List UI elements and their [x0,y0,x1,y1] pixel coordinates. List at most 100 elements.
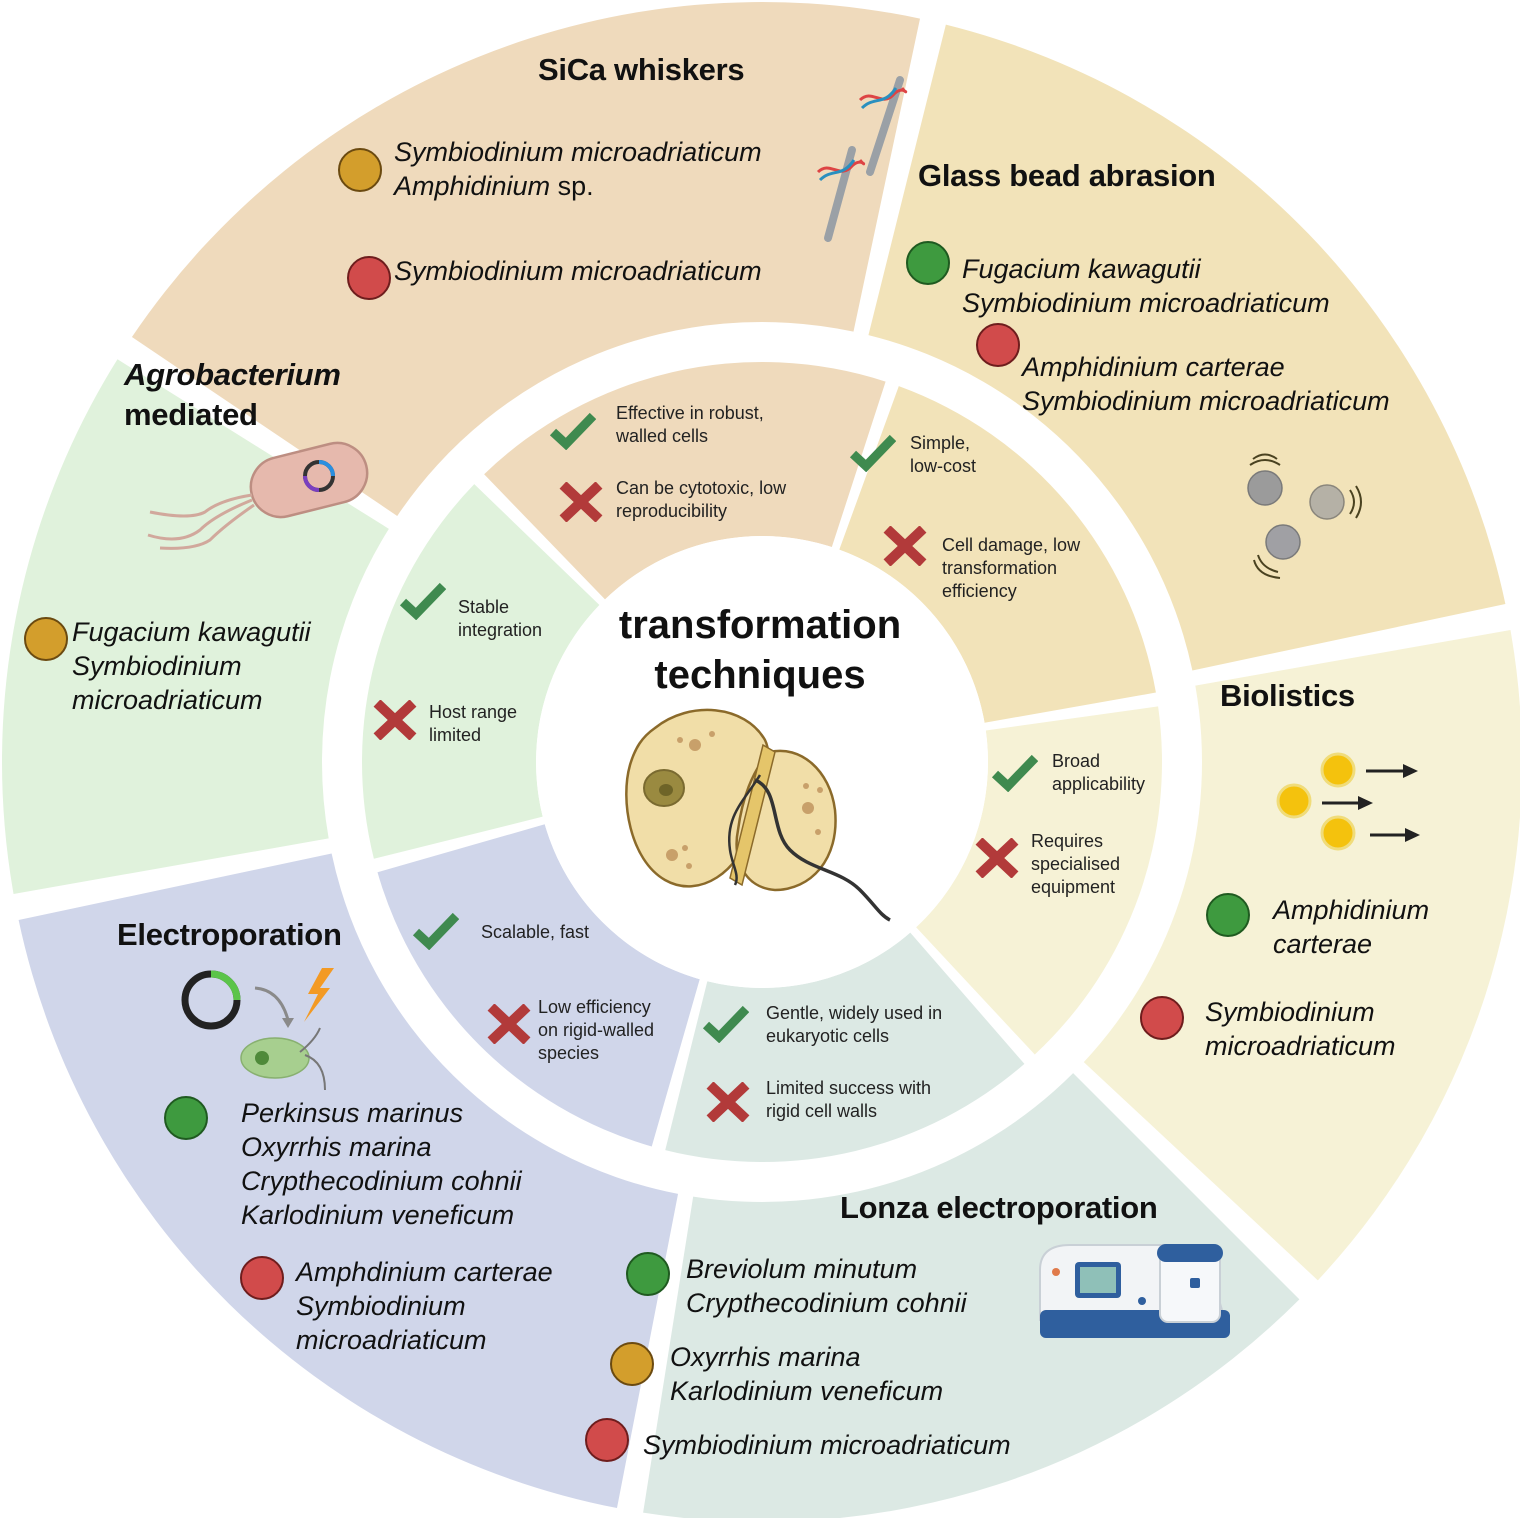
pro-line: Gentle, widely used in [766,1003,943,1023]
con-line: species [538,1043,600,1063]
pro-line: walled cells [616,426,709,446]
pro-agrobacterium: Stable integration [458,596,542,642]
status-dot-failure [585,1418,629,1462]
species-name: Fugacium kawagutii [962,254,1201,284]
status-dot-failure [1140,996,1184,1040]
dinoflagellate-cell-icon [625,708,891,922]
species-list-agrobacterium-partial: Fugacium kawagutii Symbiodinium microadr… [72,615,311,717]
cross-icon [559,482,603,522]
con-line: Cell damage, low [942,535,1081,555]
species-name: Symbiodinium [296,1291,466,1321]
con-line: limited [429,725,482,745]
species-name: Symbiodinium microadriaticum [394,137,762,167]
species-name: Amphidinium carterae [1022,352,1285,382]
species-list-lonza-success: Breviolum minutum Crypthecodinium cohnii [686,1252,967,1320]
species-name: Symbiodinium microadriaticum [394,256,762,286]
species-name: Amphidinium [394,171,551,201]
pro-line: Broad [1052,751,1101,771]
species-list-glass-success: Fugacium kawagutii Symbiodinium microadr… [962,252,1330,320]
species-name: Karlodinium veneficum [241,1200,515,1230]
con-line: reproducibility [616,501,728,521]
status-dot-success [626,1252,670,1296]
bacterium-plasmid-icon [147,441,369,550]
pro-biolistics: Broad applicability [1052,750,1145,796]
species-list-lonza-partial: Oxyrrhis marina Karlodinium veneficum [670,1340,943,1408]
technique-title-lonza: Lonza electroporation [840,1190,1158,1225]
species-name: Crypthecodinium cohnii [241,1166,522,1196]
species-name: Symbiodinium microadriaticum [643,1430,1011,1460]
inner-segment-glass [839,386,1156,723]
con-line: efficiency [942,581,1017,601]
technique-title-sica: SiCa whiskers [538,52,745,87]
species-name: Breviolum minutum [686,1254,918,1284]
check-icon [400,582,446,620]
species-name: Amphdinium carterae [296,1257,553,1287]
inner-segment-lonza [665,932,1025,1162]
nucleofector-device-icon [1039,1244,1230,1338]
inner-ring [362,362,1162,1162]
outer-segment-glass [868,24,1506,671]
species-list-biolistics-success: Amphidinium carterae [1273,893,1429,961]
check-icon [550,412,596,450]
check-icon [850,434,896,472]
con-electroporation: Low efficiency on rigid-walled species [538,996,654,1065]
con-line: specialised [1031,854,1121,874]
glass-beads-icon [1247,453,1362,579]
technique-title-biolistics: Biolistics [1220,678,1355,713]
check-icon [992,754,1038,792]
species-name: Crypthecodinium cohnii [686,1288,967,1318]
status-dot-partial [610,1342,654,1386]
status-dot-failure [347,256,391,300]
technique-title-glass: Glass bead abrasion [918,158,1216,193]
status-dot-failure [240,1256,284,1300]
outer-segment-biolistics [1083,630,1520,1281]
cross-icon [883,526,927,566]
pro-line: integration [458,620,543,640]
check-icon [703,1005,749,1043]
dna-whisker-icon [816,76,908,242]
species-list-sica-partial: Symbiodinium microadriaticum Amphidinium… [394,135,762,203]
species-name: Symbiodinium [72,651,242,681]
cross-icon [706,1082,750,1122]
outer-segment-lonza [643,1073,1300,1518]
center-title-line2: techniques [654,653,866,697]
con-line: Limited success with [766,1078,932,1098]
species-name: Karlodinium veneficum [670,1376,944,1406]
inner-segment-biolistics [916,706,1162,1055]
cross-icon [373,700,417,740]
plasmid-electric-shock-icon [181,968,334,1091]
con-sica: Can be cytotoxic, low reproducibility [616,477,786,523]
species-list-glass-failure: Amphidinium carterae Symbiodinium microa… [1022,350,1390,418]
con-line: rigid cell walls [766,1101,878,1121]
pro-sica: Effective in robust, walled cells [616,402,764,448]
con-biolistics: Requires specialised equipment [1031,830,1120,899]
outer-segment-sica [131,1,921,516]
con-line: on rigid-walled [538,1020,655,1040]
status-dot-partial [338,148,382,192]
con-line: equipment [1031,877,1116,897]
technique-title-line2: mediated [124,397,258,432]
con-line: Requires [1031,831,1104,851]
pro-line: applicability [1052,774,1146,794]
pro-glass: Simple, low-cost [910,432,976,478]
species-list-lonza-failure: Symbiodinium microadriaticum [643,1428,1011,1462]
species-name: Symbiodinium microadriaticum [962,288,1330,318]
status-dot-partial [24,617,68,661]
pro-electroporation: Scalable, fast [481,921,589,944]
status-dot-failure [976,323,1020,367]
species-name: Fugacium kawagutii [72,617,311,647]
species-name: Amphidinium [1273,895,1430,925]
con-line: Host range [429,702,518,722]
species-name: Oxyrrhis marina [241,1132,432,1162]
con-line: transformation [942,558,1058,578]
species-name: microadriaticum [296,1325,487,1355]
status-dot-success [164,1096,208,1140]
con-agrobacterium: Host range limited [429,701,517,747]
species-name: Oxyrrhis marina [670,1342,861,1372]
cross-icon [487,1004,531,1044]
pro-lonza: Gentle, widely used in eukaryotic cells [766,1002,942,1048]
pro-line: Scalable, fast [481,922,590,942]
species-list-biolistics-failure: Symbiodinium microadriaticum [1205,995,1396,1063]
